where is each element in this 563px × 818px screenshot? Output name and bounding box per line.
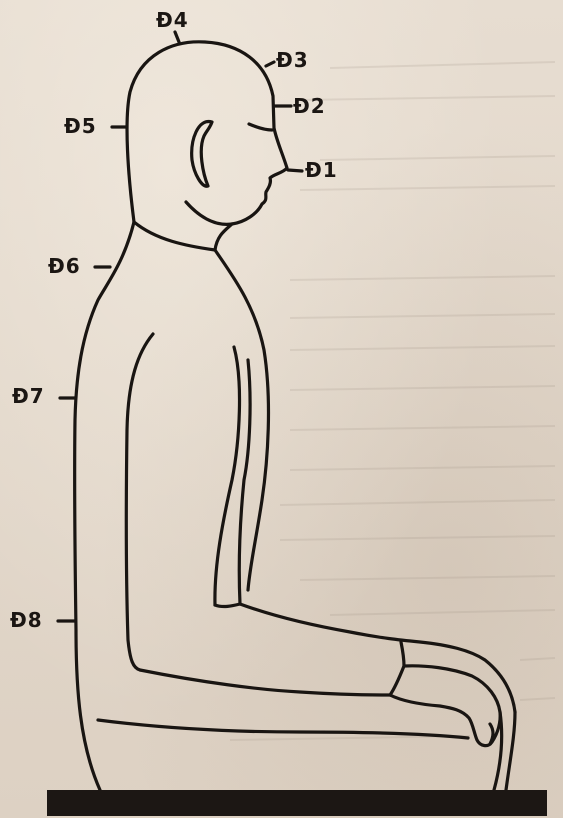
leader-d3 — [266, 62, 274, 66]
leader-d4 — [175, 32, 179, 42]
leader-d1 — [288, 170, 302, 171]
